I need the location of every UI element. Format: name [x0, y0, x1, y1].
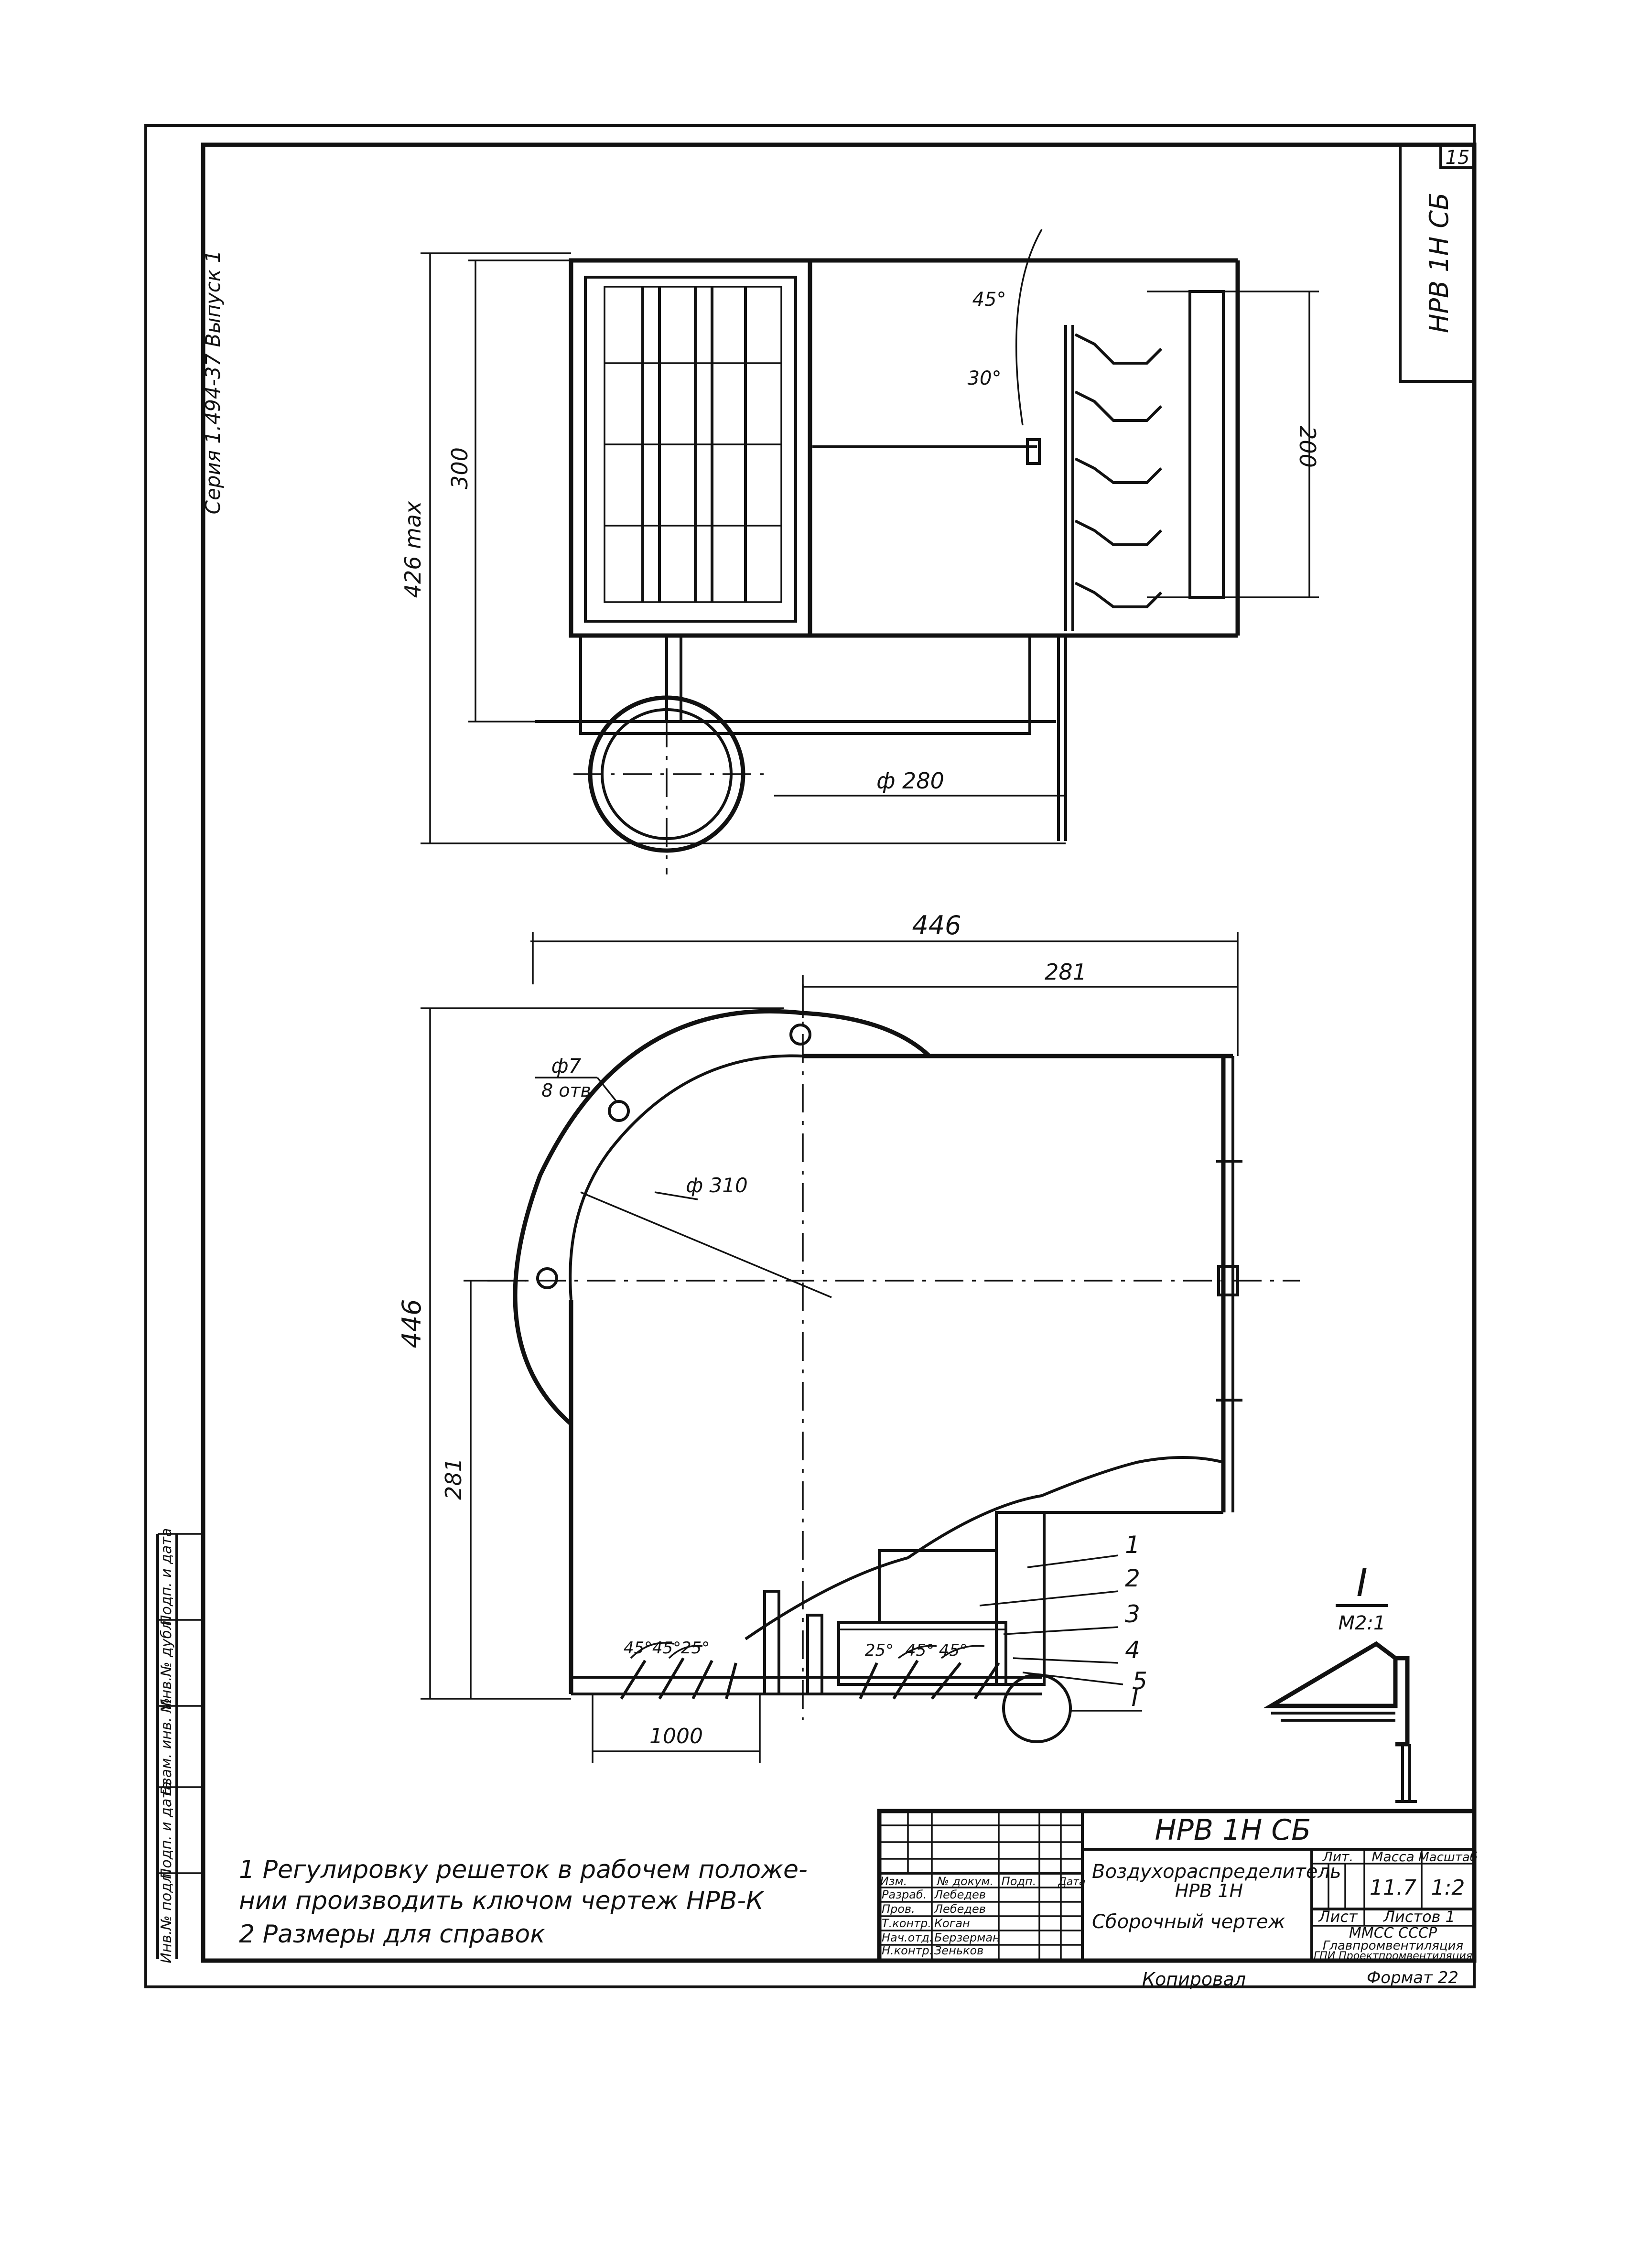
- series-label: Серия 1.494-37 Выпуск 1: [201, 250, 225, 515]
- tb-role-2: Пров.: [882, 1902, 915, 1916]
- detail-label: I: [1356, 1561, 1368, 1605]
- dim-width-label: 446: [912, 910, 961, 940]
- tb-lit-label: Лит.: [1322, 1849, 1353, 1865]
- detail-view: I М2:1: [1263, 1561, 1417, 1803]
- angle-30-label: 30°: [968, 367, 1002, 389]
- tb-col-izm: Изм.: [880, 1875, 907, 1888]
- tb-name-line-2: НРВ 1Н: [1175, 1880, 1243, 1901]
- note-line-3: 2 Размеры для справок: [239, 1920, 545, 1949]
- dim-height-label: 446: [397, 1299, 427, 1348]
- strip-inv-dubl: Инв.№ дубл.: [158, 1616, 175, 1710]
- grille-angle-right-1: 25°: [865, 1641, 894, 1660]
- tb-designation: НРВ 1Н СБ: [1155, 1813, 1311, 1847]
- grille-angle-left-3: 25°: [681, 1639, 710, 1658]
- top-view: 426 max 300 200 ф 280 45° 30°: [400, 229, 1320, 874]
- tb-mass-label: Масса: [1371, 1849, 1414, 1865]
- tb-org-line-2: Главпромвентиляция: [1323, 1939, 1463, 1953]
- callout-5: 5: [1132, 1667, 1147, 1695]
- tb-role-5: Н.контр.: [882, 1944, 933, 1957]
- tb-name-line-3: Сборочный чертеж: [1092, 1911, 1285, 1933]
- note-line-2: нии производить ключом чертеж НРВ-К: [239, 1887, 765, 1915]
- dim-overall-label: 426 max: [400, 501, 426, 598]
- tb-name-3: Коган: [934, 1917, 970, 1930]
- title-block: Изм. № докум. Подп. Дата Разраб. Лебедев…: [877, 1809, 1478, 1963]
- dim-offset-label: 281: [1045, 959, 1087, 985]
- note-line-1: 1 Регулировку решеток в рабочем положе-: [239, 1855, 808, 1884]
- tb-role-4: Нач.отд.: [882, 1931, 933, 1944]
- grille-angle-right-2: 45°: [906, 1641, 934, 1660]
- arc-radius-label: ф 310: [686, 1174, 747, 1197]
- tb-name-5: Зеньков: [934, 1944, 983, 1957]
- callout-3: 3: [1125, 1600, 1140, 1628]
- copied-label: Копировал: [1142, 1969, 1246, 1990]
- callout-2: 2: [1125, 1564, 1140, 1592]
- tb-col-doc: № докум.: [936, 1875, 993, 1888]
- page-number: 15: [1446, 147, 1470, 169]
- grille-angle-right-3: 45°: [939, 1641, 968, 1660]
- tb-name-line-1: Воздухораспределитель: [1092, 1861, 1341, 1883]
- strip-vzam-inv: Взам. инв. №: [158, 1698, 175, 1795]
- tb-org-line-3: ГПИ Проектпромвентиляция: [1314, 1950, 1472, 1962]
- right-vanes: [859, 1645, 1000, 1700]
- outlet-flange: [1188, 290, 1225, 599]
- callout-4: 4: [1125, 1636, 1140, 1664]
- left-vanes: [620, 1642, 737, 1700]
- grille-frame: [584, 276, 797, 623]
- callout-1: 1: [1125, 1531, 1140, 1559]
- strip-podp-data-1: Подп. и дата: [158, 1781, 175, 1879]
- side-code: НРВ 1Н СБ: [1424, 193, 1454, 333]
- grille-angle-left-2: 45°: [652, 1639, 681, 1658]
- tb-sheets-label: Листов 1: [1383, 1908, 1455, 1926]
- tb-name-1: Лебедев: [934, 1888, 986, 1901]
- strip-podp-data-2: Подп. и дата: [158, 1528, 175, 1626]
- grille-housing: [569, 258, 812, 638]
- pipe-stand: [579, 634, 1031, 735]
- dim-pipe-label: ф 280: [876, 768, 944, 794]
- tb-role-3: Т.контр.: [882, 1917, 931, 1930]
- mount-hole: [608, 1100, 630, 1122]
- tb-col-data: Дата: [1058, 1876, 1086, 1888]
- dim-lower-label: 281: [441, 1458, 466, 1500]
- left-strip: Инв.№ подл. Подп. и дата Взам. инв. № Ин…: [156, 1528, 203, 1963]
- hole-dia-label: ф7: [551, 1054, 582, 1078]
- strip-inv-podl: Инв.№ подл.: [158, 1869, 175, 1963]
- mount-hole: [789, 1024, 811, 1046]
- dim-body-label: 300: [447, 447, 473, 489]
- mount-hole: [536, 1267, 558, 1289]
- grille-angle-left-1: 45°: [624, 1639, 652, 1658]
- outer-arc: [513, 1009, 931, 1426]
- detail-ref-label: I: [1132, 1684, 1139, 1712]
- side-code-box: [1399, 143, 1476, 383]
- tb-role-1: Разраб.: [882, 1888, 927, 1901]
- tb-scale-label: Масштаб: [1418, 1850, 1478, 1865]
- hole-count-label: 8 отв: [541, 1080, 591, 1101]
- format-label: Формат 22: [1367, 1968, 1458, 1987]
- tb-col-podp: Подп.: [1002, 1875, 1037, 1888]
- tb-scale-value: 1:2: [1431, 1876, 1465, 1900]
- detail-scale: М2:1: [1339, 1612, 1386, 1634]
- inner-arc: [569, 1054, 803, 1300]
- tb-sheet-label: Лист: [1318, 1908, 1358, 1926]
- dim-outlet-label: 200: [1295, 426, 1320, 468]
- tb-name-2: Лебедев: [934, 1902, 986, 1916]
- dim-grille-label: 1000: [649, 1724, 703, 1748]
- tb-mass-value: 11.7: [1370, 1876, 1416, 1900]
- angle-45-label: 45°: [972, 289, 1006, 311]
- side-view: ф 310 ф7 8 отв 45°: [397, 910, 1300, 1763]
- tb-name-4: Берзерман: [934, 1931, 1000, 1944]
- tb-org-line-1: ММСС СССР: [1349, 1925, 1437, 1941]
- notes: 1 Регулировку решеток в рабочем положе- …: [239, 1855, 808, 1949]
- inner-frame: [201, 142, 1477, 1963]
